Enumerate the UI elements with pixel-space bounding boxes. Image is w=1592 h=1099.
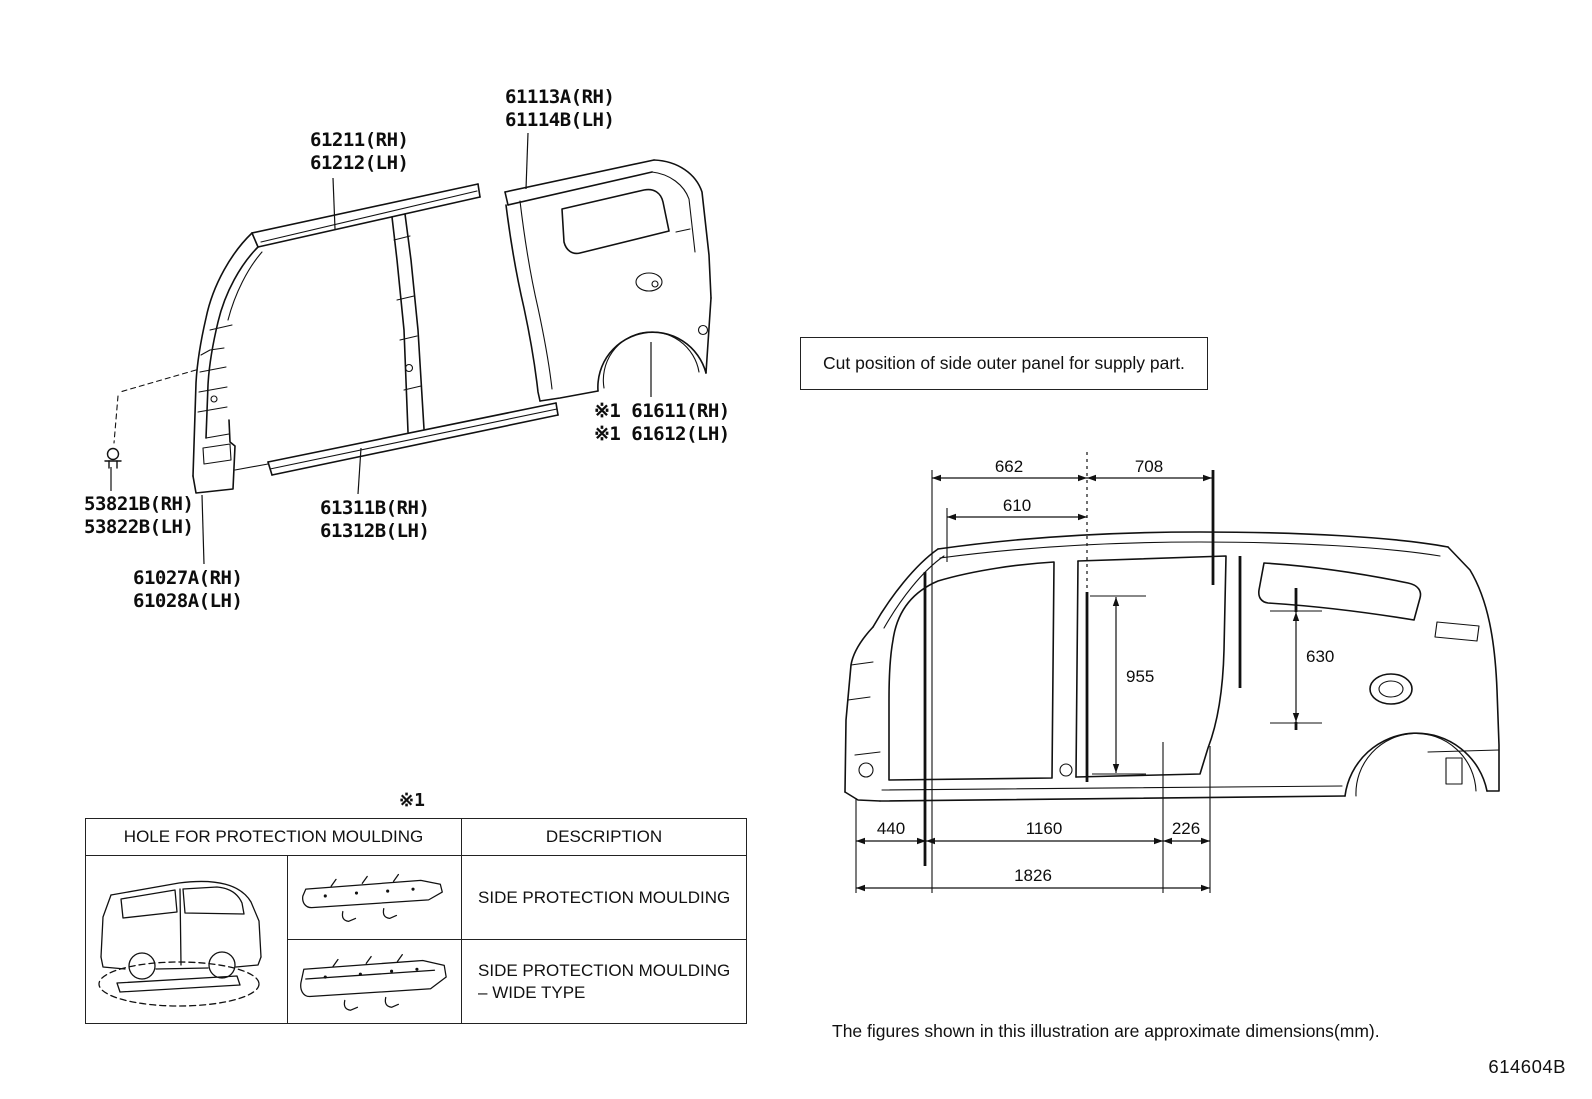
part-number: 61311B(RH)	[320, 497, 430, 519]
table-row: SIDE PROTECTION MOULDING	[85, 855, 748, 1024]
side-moulding-wide-drawing	[299, 953, 447, 1011]
drawing-code: 614604B	[1488, 1056, 1566, 1077]
part-number: 61027A(RH)	[133, 567, 243, 589]
part-number: 61312B(LH)	[320, 520, 430, 542]
cut-position-note-text: Cut position of side outer panel for sup…	[823, 353, 1185, 373]
dimension-arrowheads	[856, 474, 1300, 892]
table-header-description: DESCRIPTION	[461, 818, 748, 856]
part-label-quarter-panel-upper: 61113A(RH) 61114B(LH)	[505, 86, 615, 132]
part-number: ※1 61611(RH)	[594, 400, 730, 422]
part-number: 53822B(LH)	[84, 516, 194, 538]
leader-lines	[110, 132, 652, 565]
car-rear-quarter-drawing	[97, 880, 262, 1007]
dimension-bottom-front: 440	[876, 819, 906, 838]
car-thumbnail-cell	[85, 855, 288, 1024]
part-label-front-pillar-lower: 61027A(RH) 61028A(LH)	[133, 567, 243, 613]
cut-position-lines	[855, 452, 1298, 893]
vehicle-side-view-drawing	[844, 531, 1500, 802]
part-label-clip: 53821B(RH) 53822B(LH)	[84, 493, 194, 539]
part-number: 61211(RH)	[310, 129, 409, 151]
part-number: 61212(LH)	[310, 152, 409, 174]
table-row: SIDE PROTECTION MOULDING – WIDE TYPE	[86, 939, 748, 1024]
part-number: 61113A(RH)	[505, 86, 615, 108]
dimension-bottom-total: 1826	[1014, 866, 1052, 885]
approx-dimensions-note: The figures shown in this illustration a…	[832, 1021, 1380, 1041]
dimension-center-height: 955	[1126, 667, 1155, 686]
dimension-lines	[856, 474, 1322, 892]
dimension-top-right: 708	[1134, 457, 1164, 476]
side-moulding-drawing	[301, 873, 443, 922]
dimension-top-left: 662	[994, 457, 1024, 476]
dimension-rear-height: 630	[1306, 647, 1335, 666]
part-label-roof-side-rail: 61211(RH) 61212(LH)	[310, 129, 409, 175]
table-header-hole: HOLE FOR PROTECTION MOULDING	[84, 818, 463, 856]
moulding-drawing-cell	[286, 855, 463, 940]
side-panel-exploded-drawing	[192, 159, 712, 494]
part-number: 53821B(RH)	[84, 493, 194, 515]
part-label-rocker-panel: 61311B(RH) 61312B(LH)	[320, 497, 430, 543]
part-number: 61114B(LH)	[505, 109, 615, 131]
moulding-description: SIDE PROTECTION MOULDING	[461, 855, 748, 940]
protection-moulding-table: HOLE FOR PROTECTION MOULDING DESCRIPTION	[84, 818, 748, 1024]
moulding-wide-drawing-cell	[286, 939, 463, 1024]
part-number: ※1 61612(LH)	[594, 423, 730, 445]
dimension-bottom-rear: 226	[1171, 819, 1201, 838]
cut-position-note: Cut position of side outer panel for sup…	[800, 337, 1208, 390]
part-number: 61028A(LH)	[133, 590, 243, 612]
table-header-row: HOLE FOR PROTECTION MOULDING DESCRIPTION	[84, 818, 748, 856]
clip-fastener-drawing	[104, 369, 197, 469]
table-reference-mark: ※1	[399, 790, 425, 811]
part-label-quarter-wheel-arch: ※1 61611(RH) ※1 61612(LH)	[594, 400, 730, 446]
dimension-upper-inner: 610	[1002, 496, 1032, 515]
moulding-wide-description: SIDE PROTECTION MOULDING – WIDE TYPE	[461, 939, 748, 1024]
dimension-bottom-center: 1160	[1025, 819, 1063, 838]
